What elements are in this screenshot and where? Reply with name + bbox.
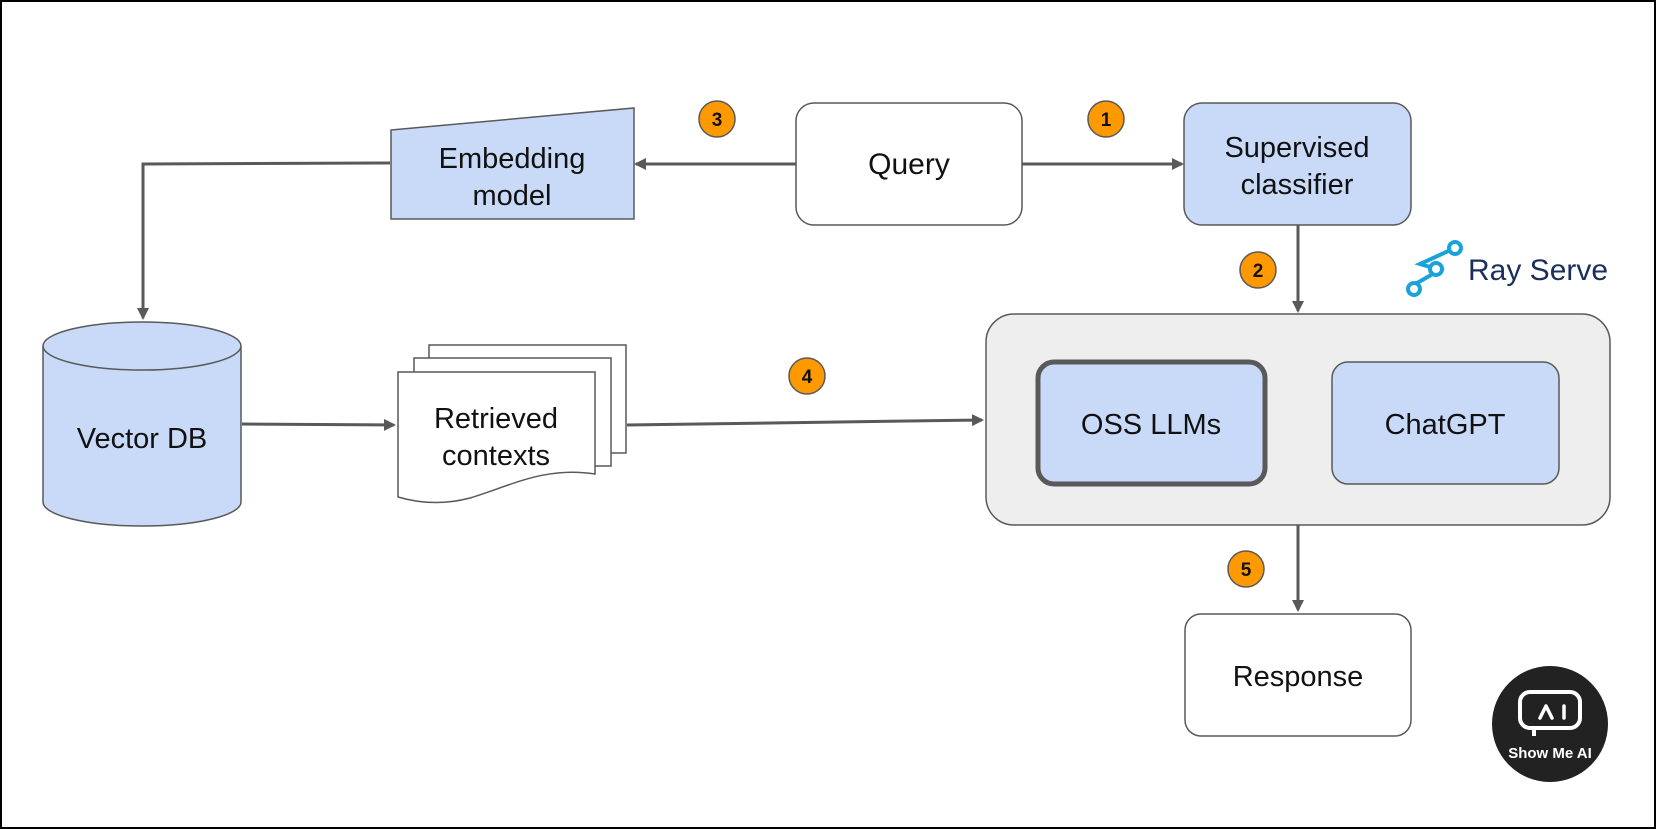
embedding-model-node: Embedding model <box>390 107 635 220</box>
vector-db-label: Vector DB <box>77 423 208 455</box>
retrieved-contexts-node: Retrieved contexts <box>397 344 627 504</box>
embedding-model-label-line1: Embedding <box>439 143 586 175</box>
step-badge-2: 2 <box>1239 251 1277 289</box>
step-badge-4: 4 <box>788 357 826 395</box>
retrieved-contexts-label-line1: Retrieved <box>434 403 558 435</box>
response-label: Response <box>1233 661 1364 693</box>
arrow-vectordb-to-contexts <box>241 418 396 431</box>
step-badge-4-label: 4 <box>802 367 813 388</box>
show-me-ai-text: Show Me AI <box>1508 745 1592 762</box>
show-me-ai-watermark: Show Me AI <box>1492 666 1608 782</box>
step-badge-5: 5 <box>1227 550 1265 588</box>
ray-serve-logo: Ray Serve <box>1406 240 1608 297</box>
show-me-ai-robot-icon <box>1518 690 1582 736</box>
step-badge-1: 1 <box>1087 100 1125 138</box>
response-node: Response <box>1184 613 1412 737</box>
query-label: Query <box>868 148 950 181</box>
supervised-classifier-label-line1: Supervised <box>1224 132 1369 164</box>
ray-serve-logo-text: Ray Serve <box>1468 254 1608 287</box>
embedding-model-label-line2: model <box>473 180 552 212</box>
query-node: Query <box>795 102 1023 226</box>
chatgpt-node: ChatGPT <box>1331 361 1560 485</box>
chatgpt-label: ChatGPT <box>1385 409 1506 441</box>
step-badge-3-label: 3 <box>712 110 723 131</box>
supervised-classifier-node: Supervised classifier <box>1183 102 1412 226</box>
oss-llms-node: OSS LLMs <box>1035 359 1268 487</box>
ray-serve-logo-icon <box>1406 240 1463 297</box>
retrieved-contexts-label-line2: contexts <box>442 440 550 472</box>
oss-llms-label: OSS LLMs <box>1081 409 1221 441</box>
vector-db-node: Vector DB <box>42 321 242 527</box>
arrow-contexts-to-router <box>626 414 984 427</box>
step-badge-5-label: 5 <box>1241 560 1252 581</box>
supervised-classifier-label-line2: classifier <box>1241 169 1354 201</box>
step-badge-2-label: 2 <box>1253 261 1264 282</box>
arrows <box>137 158 1304 612</box>
step-badge-3: 3 <box>698 100 736 138</box>
step-badge-1-label: 1 <box>1101 110 1112 131</box>
arrow-embedding-to-vectordb <box>137 161 391 320</box>
